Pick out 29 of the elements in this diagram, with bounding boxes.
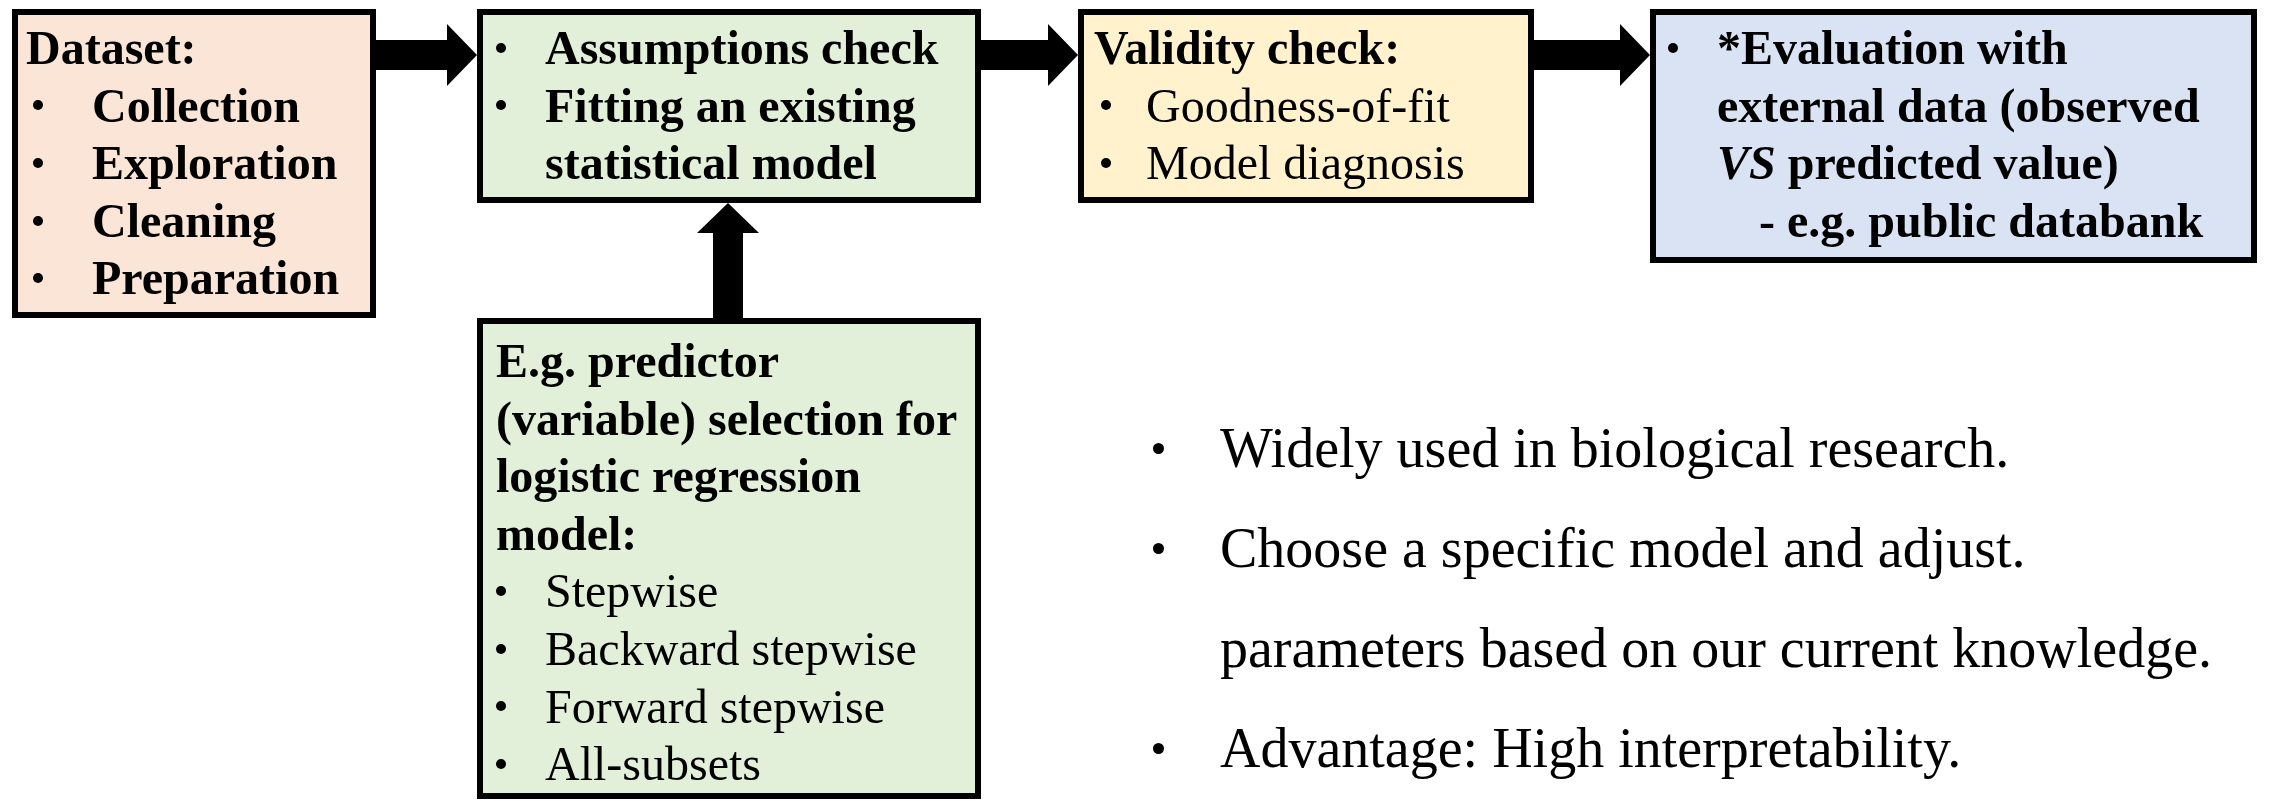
note-text: Widely used in biological research. — [1220, 416, 2011, 481]
heading-text: Fitting an existing statistical model — [545, 77, 917, 192]
note-text: Advantage: High interpretability. — [1220, 716, 1963, 781]
heading-text: Collection — [92, 77, 301, 134]
list-item-text: Backward stepwise — [545, 620, 918, 677]
arrow — [981, 24, 1078, 86]
list-item-text: Forward stepwise — [545, 678, 886, 735]
process-box — [477, 318, 981, 799]
process-box — [1650, 9, 2257, 263]
heading-text: Exploration — [92, 135, 339, 192]
heading-text: E.g. predictor (variable) selection for logistic regression model: — [496, 333, 958, 562]
heading-text: - e.g. public databank — [1759, 192, 2205, 249]
process-box — [477, 9, 981, 203]
list-item-text: Model diagnosis — [1146, 135, 1466, 192]
process-box — [1078, 9, 1534, 203]
list-item-text: All-subsets — [545, 736, 762, 793]
note-text: Choose a specific model and adjust. parameters based on our current knowledge. — [1220, 516, 2214, 681]
heading-text: *Evaluation with external data (observed VS predicted value) — [1717, 20, 2201, 192]
process-box — [12, 9, 376, 318]
arrow — [376, 24, 477, 86]
arrow — [1534, 24, 1650, 86]
heading-text: Cleaning — [92, 192, 278, 249]
heading-text: Preparation — [92, 250, 341, 307]
heading-text: Validity check: — [1094, 20, 1402, 76]
arrow — [697, 203, 759, 318]
heading-text: Assumptions check — [545, 20, 940, 76]
list-item-text: Stepwise — [545, 563, 720, 620]
list-item-text: Goodness-of-fit — [1146, 77, 1451, 134]
heading-text: Dataset: — [26, 20, 198, 76]
